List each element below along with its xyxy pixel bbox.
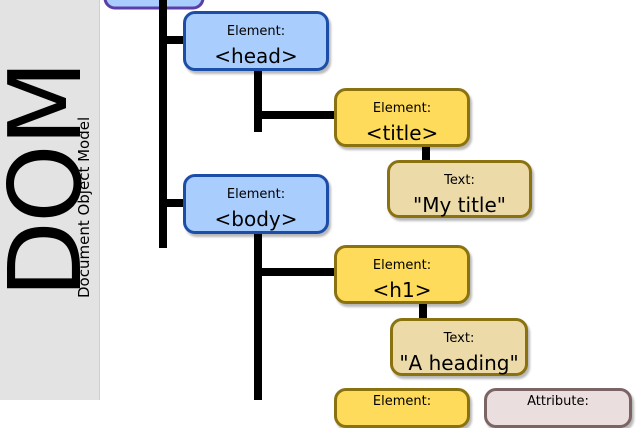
node-tag-label: <title> [365, 121, 439, 145]
node-kind-label: Element: [226, 187, 286, 202]
node-h1-text: Text: "A heading" [390, 318, 528, 376]
html-node-partial [103, 0, 205, 10]
node-kind-label: Element: [372, 394, 432, 409]
sidebar-panel: DOM Document Object Model [0, 0, 104, 400]
node-text-value: "A heading" [399, 351, 519, 375]
dom-tree-connectors [103, 0, 430, 400]
node-kind-label: Text: [443, 331, 475, 346]
node-tag-label: <body> [214, 207, 298, 231]
node-tag-label: <head> [214, 44, 298, 68]
node-text-value: "My title" [413, 193, 506, 217]
node-kind-label: Element: [226, 24, 286, 39]
node-body: Element: <body> [183, 174, 329, 234]
node-title: Element: <title> [334, 88, 470, 147]
node-kind-label: Attribute: [527, 394, 589, 409]
node-attribute-partial: Attribute: [484, 388, 632, 428]
node-tag-label: <h1> [372, 278, 432, 302]
node-kind-label: Element: [372, 101, 432, 116]
node-head: Element: <head> [183, 11, 329, 71]
node-a-partial: Element: [334, 388, 470, 428]
node-title-text: Text: "My title" [387, 160, 532, 218]
node-kind-label: Text: [444, 173, 475, 188]
node-h1: Element: <h1> [334, 245, 470, 304]
node-kind-label: Element: [372, 258, 432, 273]
